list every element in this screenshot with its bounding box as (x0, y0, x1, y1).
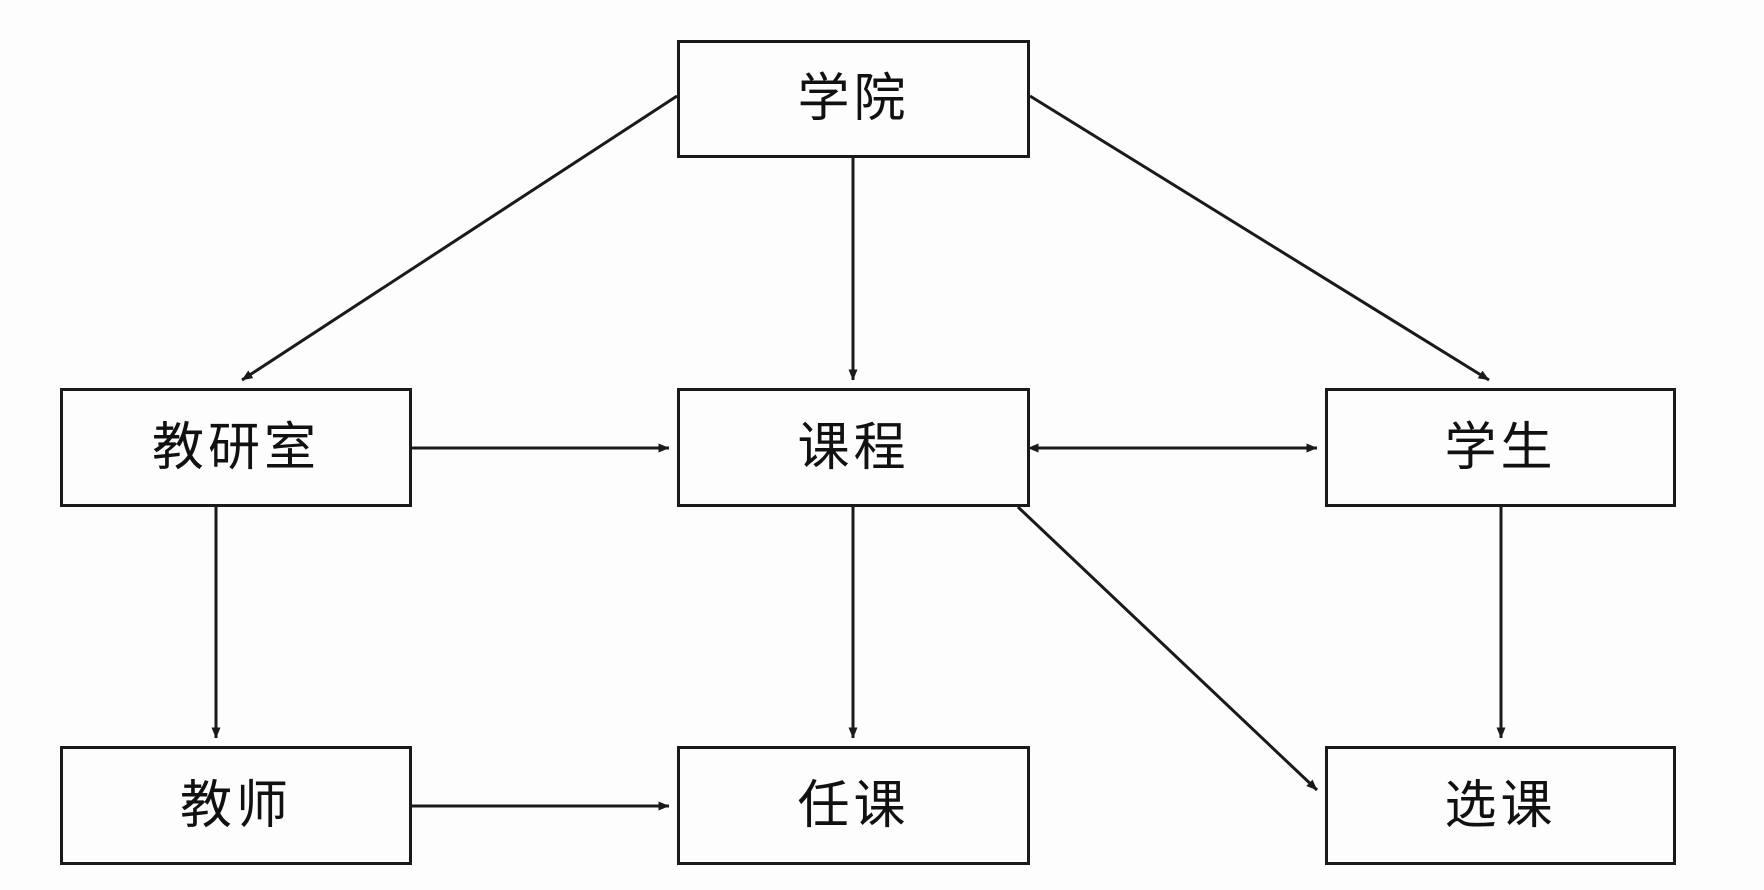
edge-college-to-student (1029, 94, 1490, 382)
node-department-label: 教研室 (151, 417, 320, 478)
node-teaching-assignment-label: 任课 (797, 775, 910, 836)
node-course-selection-label: 选课 (1444, 775, 1557, 836)
node-department[interactable]: 教研室 (60, 388, 412, 507)
node-student[interactable]: 学生 (1325, 388, 1676, 507)
node-college-label: 学院 (797, 69, 910, 129)
edge-college-to-department (241, 94, 678, 382)
node-course-selection[interactable]: 选课 (1325, 746, 1676, 865)
node-college[interactable]: 学院 (677, 40, 1030, 158)
edge-course-to-selection (1016, 505, 1319, 792)
node-student-label: 学生 (1444, 417, 1557, 478)
node-teacher-label: 教师 (179, 775, 292, 836)
node-teacher[interactable]: 教师 (60, 746, 412, 865)
node-course-label: 课程 (797, 417, 910, 478)
node-course[interactable]: 课程 (677, 388, 1030, 507)
node-teaching-assignment[interactable]: 任课 (677, 746, 1030, 865)
